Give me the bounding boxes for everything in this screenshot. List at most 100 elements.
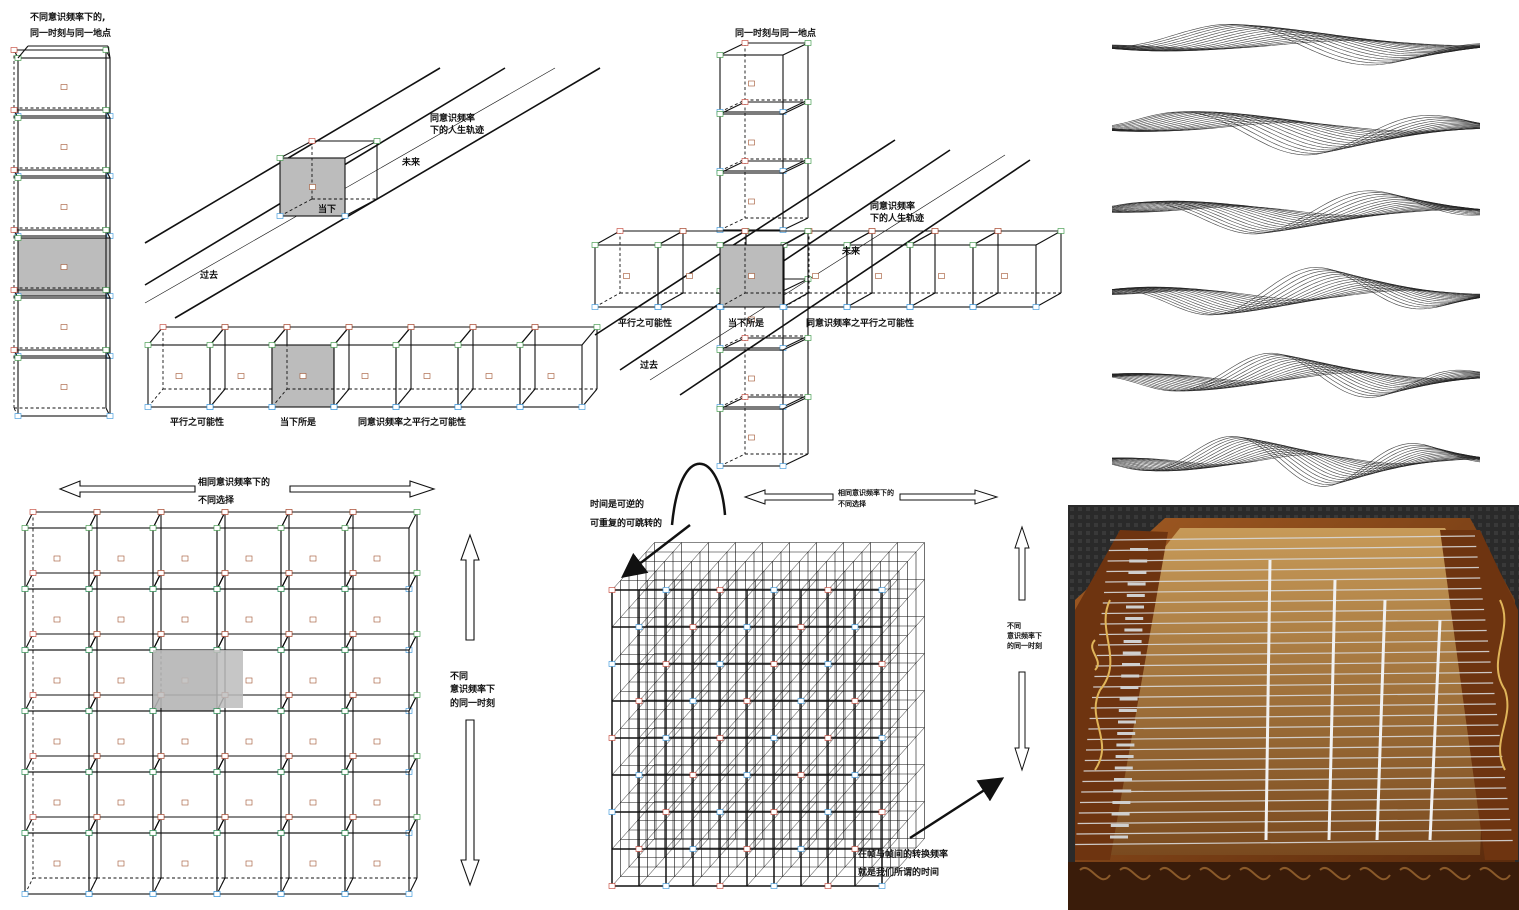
vertex-marker (30, 754, 36, 759)
tuning-pin (1123, 652, 1141, 655)
depth-line (639, 765, 682, 813)
depth-line (774, 802, 817, 850)
foam-cell (1510, 579, 1514, 583)
depth-line (612, 839, 655, 887)
wave-strand (1112, 445, 1480, 474)
depth-line (882, 802, 925, 850)
depth-line (666, 765, 709, 813)
foam-cell (1374, 507, 1378, 511)
foam-cell (1110, 523, 1114, 527)
foam-cell (1358, 507, 1362, 511)
vertex-marker (749, 376, 755, 381)
vertex-marker (150, 587, 156, 592)
foam-cell (1086, 531, 1090, 535)
foam-cell (1070, 507, 1074, 511)
vertex-marker (346, 325, 352, 330)
vertex-marker (286, 632, 292, 637)
foam-cell (1510, 515, 1514, 519)
foam-cell (1070, 539, 1074, 543)
vertex-marker (414, 693, 420, 698)
cube-unit (86, 510, 164, 592)
vertex-marker (592, 305, 598, 310)
vertex-marker (609, 810, 615, 815)
panel5-top-line2: 不同选择 (838, 499, 867, 508)
foam-cell (1326, 507, 1330, 511)
vertex-marker (717, 228, 723, 233)
depth-line (639, 543, 682, 591)
vertex-marker (145, 405, 151, 410)
panel3-trajectory-line1: 同意识频率 (870, 200, 915, 212)
depth-line (693, 839, 736, 887)
foam-cell (1070, 571, 1074, 575)
vertex-marker (749, 81, 755, 86)
vertex-marker (655, 243, 661, 248)
vertex-marker (278, 648, 284, 653)
depth-line (666, 617, 709, 665)
foam-cell (1310, 507, 1314, 511)
cube-unit (278, 754, 356, 836)
vertex-marker (310, 556, 316, 561)
foam-cell (1086, 523, 1090, 527)
tuning-pin (1121, 675, 1139, 678)
cube-unit (22, 815, 100, 897)
vertex-marker (594, 325, 600, 330)
vertex-marker (771, 884, 777, 889)
vertex-marker (717, 662, 723, 667)
vertex-marker (15, 236, 21, 241)
depth-line (720, 617, 763, 665)
vertex-marker (54, 556, 60, 561)
depth-line (801, 543, 844, 591)
depth-line (612, 765, 655, 813)
vertex-marker (374, 139, 380, 144)
vertex-marker (655, 305, 661, 310)
panel5-bottom-line2: 就是我们所谓的时间 (858, 866, 939, 878)
depth-line (666, 839, 709, 887)
vertex-marker (103, 228, 109, 233)
depth-line (639, 691, 682, 739)
cube-unit (11, 348, 113, 419)
panel-cross: 同一时刻与同一地点 同意识频率 下的人生轨迹 未来 过去 平行之可能性 当下所是… (592, 27, 1064, 469)
vertex-marker (118, 739, 124, 744)
vertex-marker (717, 171, 723, 176)
vertex-marker (879, 736, 885, 741)
foam-cell (1118, 507, 1122, 511)
dulcimer-photo (1068, 505, 1519, 910)
foam-cell (1174, 507, 1178, 511)
edge-line (783, 279, 808, 291)
cube-unit (11, 168, 113, 239)
depth-line (747, 802, 790, 850)
panel5-side-line2: 意识频率下 (1007, 631, 1042, 640)
hidden-edge (720, 100, 745, 112)
tuning-pin (1128, 583, 1146, 586)
hidden-edge (720, 395, 745, 407)
depth-line (828, 765, 871, 813)
foam-cell (1078, 563, 1082, 567)
edge-line (720, 43, 745, 55)
vertex-marker (222, 815, 228, 820)
vertex-marker (222, 325, 228, 330)
depth-line (693, 654, 736, 702)
cube-unit (278, 815, 356, 897)
trajectory-line (175, 68, 600, 318)
cube-unit (342, 632, 420, 714)
vertex-marker (617, 229, 623, 234)
foam-cell (1134, 523, 1138, 527)
vertex-marker (414, 510, 420, 515)
panel4-side-line3: 的同一时刻 (450, 697, 495, 709)
wave-strand (1112, 450, 1480, 467)
vertex-marker (86, 770, 92, 775)
vertex-marker (455, 343, 461, 348)
depth-line (612, 654, 655, 702)
depth-line (693, 802, 736, 850)
foam-cell (1142, 515, 1146, 519)
wave-bundle (1112, 436, 1480, 486)
trajectory-line (145, 68, 555, 303)
depth-line (801, 691, 844, 739)
depth-line (828, 839, 871, 887)
foam-cell (1486, 531, 1490, 535)
cube-unit (11, 288, 113, 359)
vertex-marker (408, 325, 414, 330)
foam-cell (1494, 539, 1498, 543)
vertex-marker (310, 617, 316, 622)
foam-cell (1494, 547, 1498, 551)
